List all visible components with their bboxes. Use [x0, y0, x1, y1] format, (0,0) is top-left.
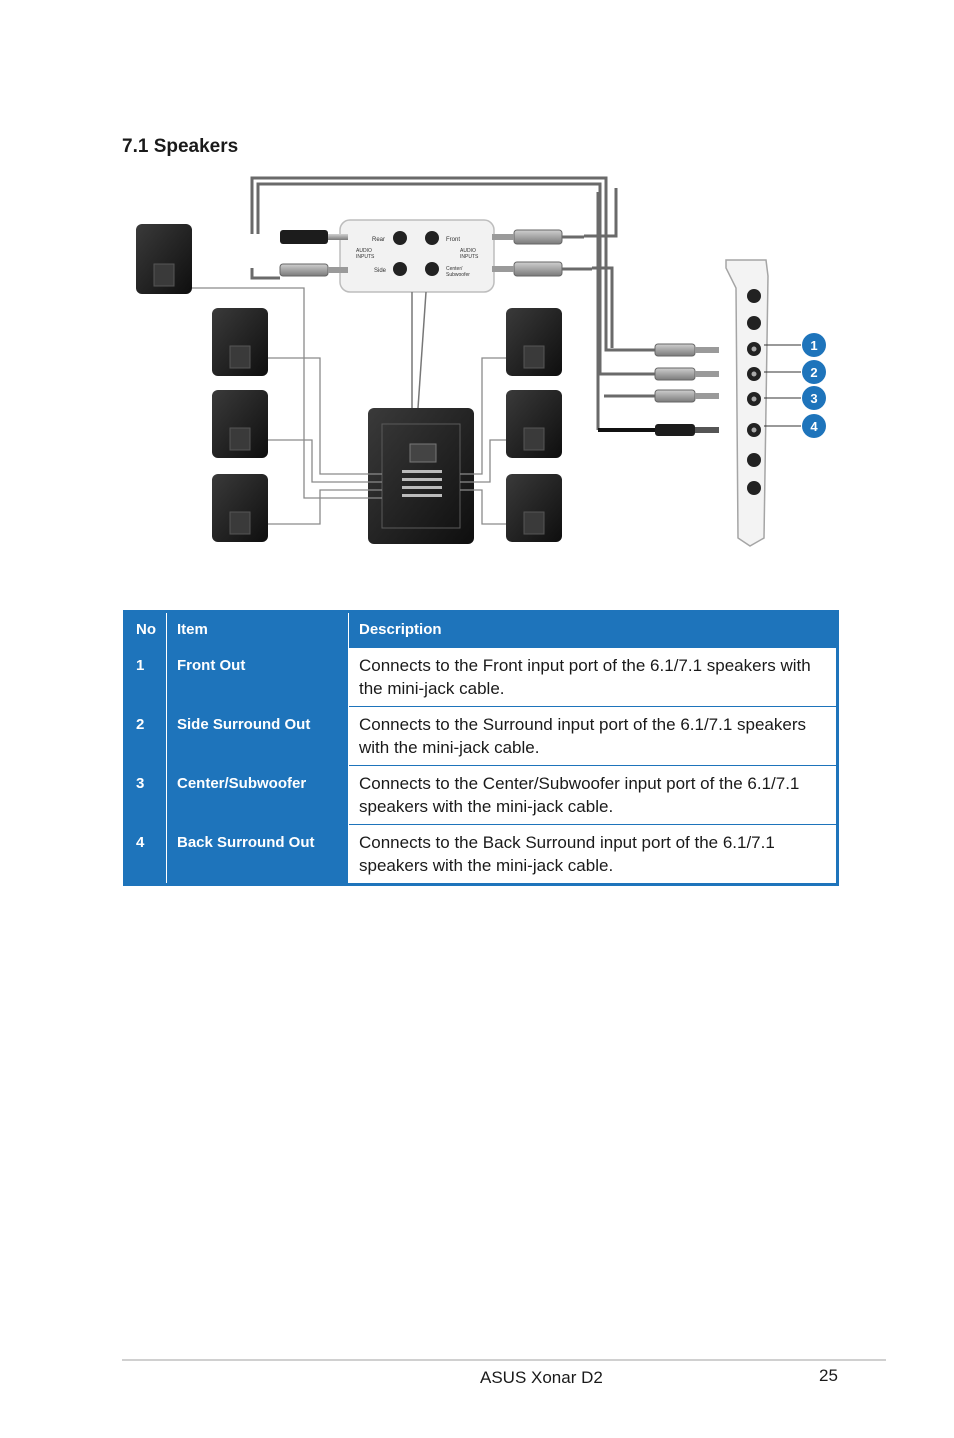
table-row: 3 Center/Subwoofer Connects to the Cente…: [124, 765, 838, 825]
header-item: Item: [166, 611, 349, 648]
front-label: Front: [446, 237, 460, 243]
row-description: Connects to the Center/Subwoofer input p…: [348, 765, 838, 825]
header-no: No: [124, 611, 167, 648]
row-item: Center/Subwoofer: [166, 765, 349, 825]
sound-card-bracket: [725, 259, 769, 547]
page-number: 25: [819, 1366, 838, 1385]
table-row: 2 Side Surround Out Connects to the Surr…: [124, 706, 838, 766]
side-label: Side: [374, 268, 387, 274]
speaker-connection-diagram: Rear Side AUDIO INPUTS Front Center/ Sub…: [120, 168, 840, 558]
svg-text:INPUTS: INPUTS: [356, 254, 375, 260]
row-no: 1: [124, 647, 167, 707]
input-plugs: [279, 229, 592, 277]
row-description: Connects to the Surround input port of t…: [348, 706, 838, 766]
callout-4: 4: [802, 414, 826, 438]
rear-label: Rear: [372, 237, 385, 243]
table-row: 1 Front Out Connects to the Front input …: [124, 647, 838, 707]
speaker-side-left: [212, 390, 268, 458]
row-item: Side Surround Out: [166, 706, 349, 766]
callout-2: 2: [802, 360, 826, 384]
speaker-back-right: [506, 474, 562, 542]
port-description-table: No Item Description 1 Front Out Connects…: [123, 610, 839, 886]
svg-text:INPUTS: INPUTS: [460, 254, 479, 260]
svg-text:3: 3: [810, 391, 817, 406]
cable-bundle: [250, 176, 655, 430]
audio-inputs-panel: Rear Side AUDIO INPUTS Front Center/ Sub…: [339, 219, 495, 293]
row-no: 4: [124, 824, 167, 885]
table-row: 4 Back Surround Out Connects to the Back…: [124, 824, 838, 885]
subwoofer-label: Subwoofer: [446, 272, 470, 278]
row-description: Connects to the Back Surround input port…: [348, 824, 838, 885]
row-no: 3: [124, 765, 167, 825]
speaker-side-right: [506, 390, 562, 458]
svg-text:4: 4: [810, 419, 818, 434]
callouts: [764, 344, 801, 427]
subwoofer: [368, 408, 474, 544]
table-header-row: No Item Description: [124, 611, 838, 648]
svg-text:AUDIO: AUDIO: [460, 248, 476, 254]
footer-product-name: ASUS Xonar D2: [480, 1368, 603, 1387]
row-description: Connects to the Front input port of the …: [348, 647, 838, 707]
footer-divider: [122, 1359, 886, 1361]
speaker-front-left: [212, 308, 268, 376]
svg-text:1: 1: [810, 338, 817, 353]
row-item: Front Out: [166, 647, 349, 707]
row-item: Back Surround Out: [166, 824, 349, 885]
speaker-front-right: [506, 308, 562, 376]
row-no: 2: [124, 706, 167, 766]
speaker-rear-left: [136, 224, 192, 294]
callout-1: 1: [802, 333, 826, 357]
speaker-back-left: [212, 474, 268, 542]
callout-3: 3: [802, 386, 826, 410]
svg-text:2: 2: [810, 365, 817, 380]
header-description: Description: [348, 611, 838, 648]
center-label: Center/: [446, 266, 463, 272]
card-plugs: [654, 343, 719, 436]
section-title: 7.1 Speakers: [122, 136, 239, 157]
svg-text:AUDIO: AUDIO: [356, 248, 372, 254]
